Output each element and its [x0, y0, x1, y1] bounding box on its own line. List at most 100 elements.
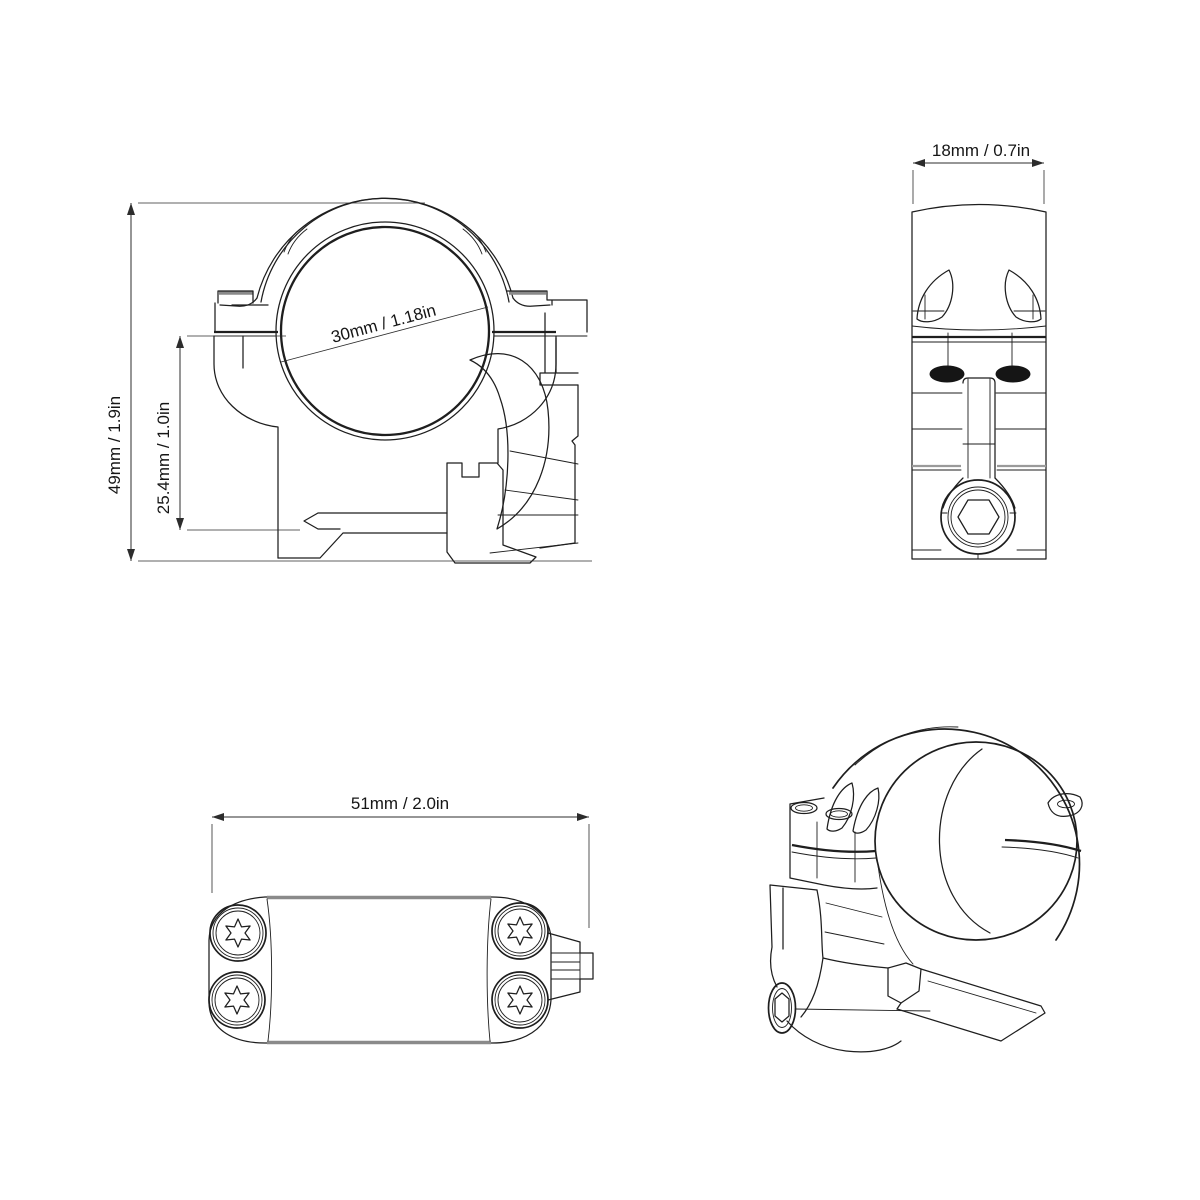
seam-right-2 — [1001, 846, 1079, 859]
left-screw-head — [929, 365, 965, 383]
screw-outer — [491, 902, 549, 960]
saddle-left-notch — [283, 224, 308, 255]
dimension-label-ring-width: 18mm / 0.7in — [932, 141, 1030, 160]
right-ledge — [506, 290, 588, 333]
dimension-overall-length: 51mm / 2.0in — [211, 794, 590, 928]
arrowhead-right — [1032, 159, 1044, 167]
picatinny-rail-iso — [887, 962, 1046, 1042]
torx-screw-top-left — [209, 904, 267, 962]
dimension-label-base-to-center: 25.4mm / 1.0in — [154, 402, 173, 514]
lever-handle — [469, 352, 550, 530]
lever-boss-outer — [940, 479, 1016, 555]
jaw-block — [446, 462, 537, 564]
screw-ring2 — [497, 908, 543, 954]
top-view: 51mm / 2.0in — [208, 794, 594, 1045]
clamp-screw-iso-1 — [790, 801, 818, 815]
lever-slab-lines — [489, 450, 579, 554]
lever-boss-ring2 — [950, 489, 1006, 545]
clamp-screw-iso-2 — [825, 807, 853, 821]
scope-ring-top — [208, 895, 594, 1045]
body-outline — [911, 203, 1047, 560]
clamp-screw-iso-2-inner — [830, 810, 848, 818]
torx-screw-top-right — [491, 902, 549, 960]
lever-blade — [769, 884, 818, 988]
screw-ring2 — [497, 977, 543, 1023]
torx-screw-bottom-right — [491, 971, 549, 1029]
arrowhead-left — [212, 813, 224, 821]
lever-slab — [539, 384, 579, 549]
torx-screw-bottom-left — [208, 971, 266, 1029]
screw-ring — [211, 974, 263, 1026]
torx-screw-icon — [224, 985, 250, 1015]
lever-arm-flare — [942, 477, 1016, 509]
screw-outer — [209, 904, 267, 962]
body-right-flank — [497, 335, 557, 464]
qd-lever-iso — [767, 884, 818, 1034]
arrowhead-up — [127, 203, 135, 215]
left-ledge — [214, 290, 269, 333]
saddle-bottom-curve — [911, 325, 1047, 331]
hex-socket-icon — [774, 992, 790, 1023]
dimension-label-overall-height: 49mm / 1.9in — [105, 396, 124, 494]
rail-section — [303, 512, 448, 530]
iso-view — [767, 726, 1083, 1053]
clamp-front-face — [816, 889, 889, 969]
rail-body — [896, 968, 1046, 1042]
dimension-label-tube-diameter: 30mm / 1.18in — [329, 301, 438, 347]
clamp-shading-lines — [824, 902, 885, 945]
clamp-foot — [786, 957, 902, 1053]
lever-boss — [767, 982, 797, 1034]
left-clamp-block — [789, 797, 878, 890]
lever-boss-top — [547, 932, 594, 1001]
scope-ring-front — [213, 197, 588, 564]
front-view: 49mm / 1.9in 25.4mm / 1.0in 30mm / 1.18i… — [105, 197, 592, 564]
torx-screw-icon — [225, 918, 251, 948]
arrowhead-down — [127, 549, 135, 561]
boss-bottom-tick — [940, 512, 1017, 560]
arrowhead-up — [176, 336, 184, 348]
seam-left-2 — [791, 851, 877, 860]
fin-collars — [912, 294, 1046, 320]
lever-boss-ring1 — [947, 486, 1009, 548]
dimension-overall-height: 49mm / 1.9in — [105, 202, 592, 562]
tube-bore-circle — [279, 225, 491, 437]
arrowhead-left — [913, 159, 925, 167]
center-panel-right — [486, 898, 492, 1042]
bore-crescent — [938, 748, 991, 934]
lever-arm — [962, 377, 996, 479]
left-clamp-details — [816, 821, 856, 883]
hex-socket-icon — [957, 499, 1000, 535]
boss-outline — [547, 932, 594, 1001]
scope-ring-iso — [767, 726, 1083, 1053]
screw-outer — [491, 971, 549, 1029]
right-lip-screw — [1057, 799, 1075, 809]
ring-outer-edge — [832, 728, 1081, 941]
dimension-base-to-center: 25.4mm / 1.0in — [154, 335, 300, 531]
lever-bracket — [539, 312, 579, 386]
seam-left — [791, 843, 877, 853]
arrowhead-down — [176, 518, 184, 530]
seam-right — [1004, 838, 1082, 853]
saddle-right-notch — [462, 224, 487, 255]
screw-ring2 — [215, 910, 261, 956]
right-screw-head — [995, 365, 1031, 383]
center-panel-left — [266, 898, 273, 1042]
rail-edge-line — [927, 980, 1037, 1014]
screw-ring — [212, 907, 264, 959]
boss-serrations — [550, 941, 581, 993]
diameter-leader-line — [280, 306, 489, 363]
screw-ring2 — [214, 977, 260, 1023]
clamp-screw-iso-1-inner — [795, 804, 813, 812]
rail-end-face — [887, 962, 922, 1004]
base-bottom — [277, 532, 448, 559]
side-view: 18mm / 0.7in — [911, 141, 1047, 560]
scope-ring-side — [911, 203, 1047, 560]
screw-ring — [494, 905, 546, 957]
right-lip — [1047, 793, 1083, 818]
dimension-tube-diameter: 30mm / 1.18in — [280, 301, 489, 363]
saddle-inner-arc — [260, 197, 510, 303]
torx-screw-icon — [507, 985, 533, 1015]
dimension-label-overall-length: 51mm / 2.0in — [351, 794, 449, 813]
